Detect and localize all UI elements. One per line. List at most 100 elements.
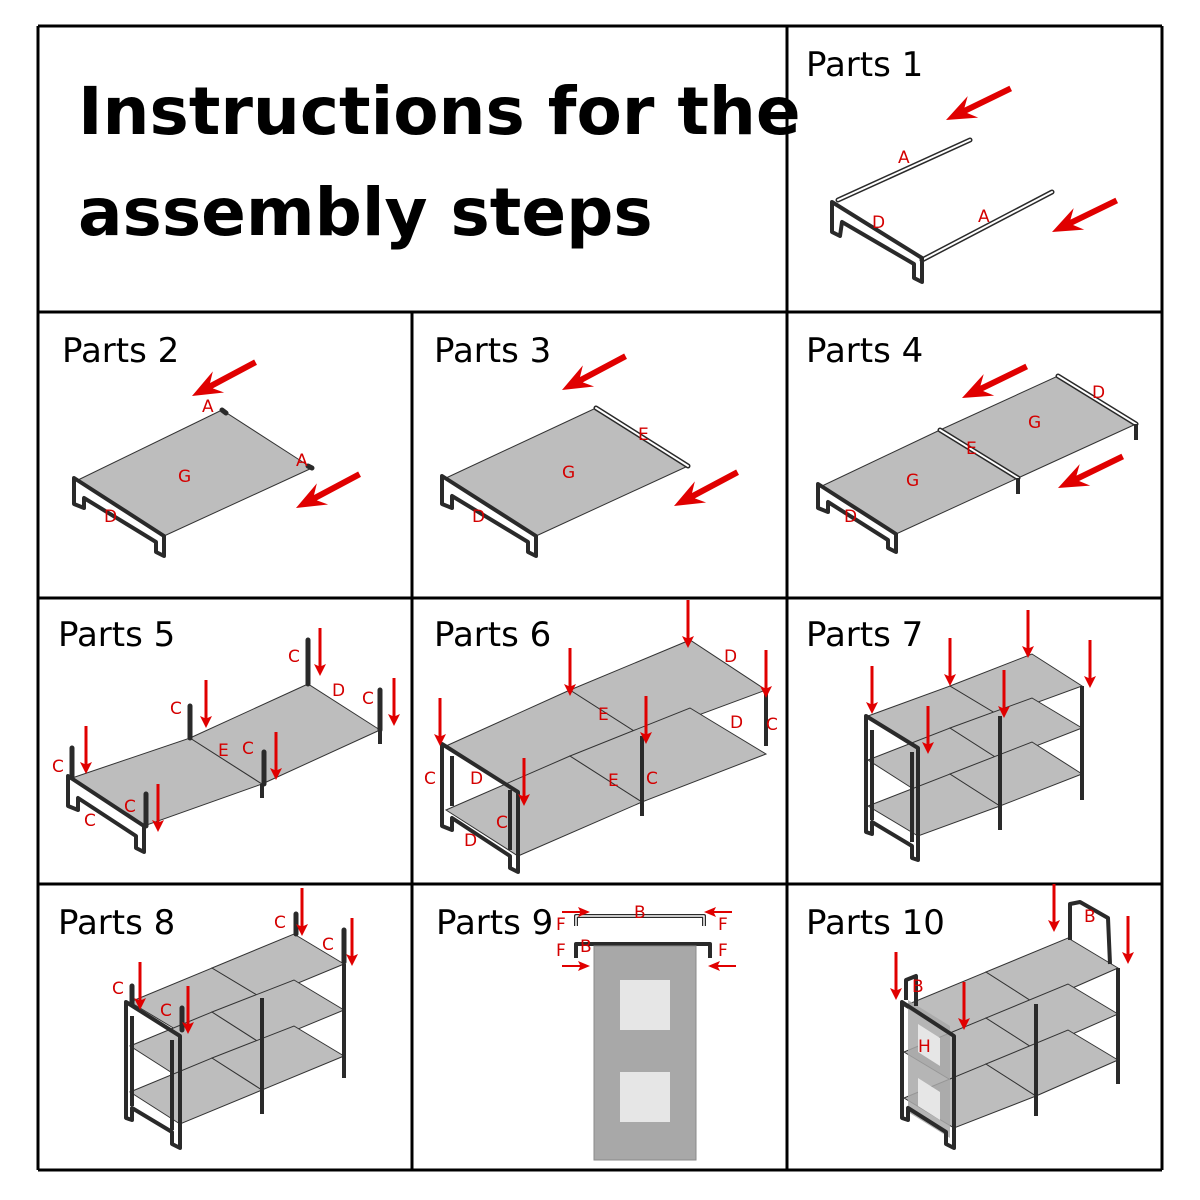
part-letter: E — [638, 425, 649, 445]
direction-arrow — [940, 77, 1016, 131]
part-letter: B — [580, 937, 592, 957]
part-letter: C — [52, 757, 64, 777]
part-letter: C — [274, 913, 286, 933]
direction-arrow — [944, 638, 956, 686]
part-letter: A — [202, 397, 214, 417]
panel-parts-1: Parts 1 A A D — [806, 45, 1122, 284]
panel-parts-8: Parts 8 C C C C — [58, 888, 358, 1150]
title-line-1: Instructions for the — [78, 73, 801, 150]
part-letter: D — [470, 769, 483, 789]
direction-arrow — [1084, 640, 1096, 688]
panel-label: Parts 1 — [806, 45, 923, 85]
direction-arrow — [556, 345, 632, 401]
title-block: Instructions for the assembly steps — [78, 73, 801, 251]
direction-arrow — [890, 952, 902, 1000]
part-letter: A — [978, 207, 990, 227]
part-letter: C — [112, 979, 124, 999]
part-letter: E — [608, 771, 619, 791]
direction-arrow — [1048, 884, 1060, 932]
part-letter: C — [362, 689, 374, 709]
part-letter: C — [322, 935, 334, 955]
part-letter: D — [724, 647, 737, 667]
panel-label: Parts 10 — [806, 903, 945, 943]
part-letter: G — [178, 467, 191, 487]
panel-label: Parts 2 — [62, 331, 179, 371]
part-letter: A — [296, 451, 308, 471]
panel-grid — [36, 24, 1164, 1172]
direction-arrow — [1022, 610, 1034, 658]
panel-parts-10: Parts 10 B B H — [806, 884, 1134, 1150]
cover-window — [620, 980, 670, 1030]
part-letter: C — [160, 1001, 172, 1021]
panel-parts-4: Parts 4 D G E G D — [806, 331, 1139, 554]
part-letter: C — [242, 739, 254, 759]
part-letter: G — [906, 471, 919, 491]
step-illustration — [72, 407, 315, 558]
panel-label: Parts 4 — [806, 331, 923, 371]
fabric-cover — [593, 945, 697, 1161]
part-letter: F — [556, 941, 566, 961]
part-letter: G — [1028, 413, 1041, 433]
panel-label: Parts 5 — [58, 615, 175, 655]
step-illustration — [830, 137, 1055, 284]
title-line-2: assembly steps — [78, 174, 653, 251]
direction-arrow — [80, 726, 92, 774]
direction-arrow — [866, 666, 878, 714]
part-letter: C — [424, 769, 436, 789]
part-letter: E — [218, 741, 229, 761]
panel-label: Parts 6 — [434, 615, 551, 655]
panel-label: Parts 3 — [434, 331, 551, 371]
panel-parts-2: Parts 2 A A G D — [62, 331, 366, 558]
direction-arrow — [388, 678, 400, 726]
panel-parts-7: Parts 7 — [806, 610, 1096, 862]
part-letter: D — [1092, 383, 1105, 403]
part-letter: E — [598, 705, 609, 725]
panel-label: Parts 8 — [58, 903, 175, 943]
part-letter: C — [646, 769, 658, 789]
cover-window — [918, 1024, 940, 1066]
step-illustration — [66, 637, 383, 854]
cover-window — [620, 1072, 670, 1122]
direction-arrow — [1122, 916, 1134, 964]
part-letter: F — [556, 915, 566, 935]
part-letter: D — [104, 507, 117, 527]
part-letter: C — [170, 699, 182, 719]
part-letter: C — [84, 811, 96, 831]
part-letter: D — [464, 831, 477, 851]
panel-label: Parts 9 — [436, 903, 553, 943]
step-illustration — [440, 639, 768, 874]
part-letter: C — [288, 647, 300, 667]
panel-label: Parts 7 — [806, 615, 923, 655]
part-letter: C — [496, 813, 508, 833]
step-illustration — [864, 653, 1084, 862]
part-letter: C — [124, 797, 136, 817]
part-letter: E — [966, 439, 977, 459]
part-letter: G — [562, 463, 575, 483]
part-letter: F — [718, 915, 728, 935]
direction-arrow — [1046, 189, 1122, 243]
part-letter: D — [844, 507, 857, 527]
cover-window — [918, 1078, 940, 1120]
part-letter: H — [918, 1037, 931, 1057]
step-illustration — [900, 900, 1120, 1150]
step-illustration — [574, 914, 712, 1161]
step-illustration — [124, 911, 347, 1150]
part-letter: F — [718, 941, 728, 961]
step-illustration — [440, 405, 691, 558]
direction-arrow — [682, 600, 694, 648]
part-letter: B — [1084, 907, 1096, 927]
part-letter: D — [332, 681, 345, 701]
direction-arrow — [346, 918, 358, 966]
part-letter: D — [472, 507, 485, 527]
part-letter: A — [898, 148, 910, 168]
panel-parts-9: Parts 9 F B F F B F — [436, 903, 736, 1161]
part-letter: B — [634, 903, 646, 923]
direction-arrow — [186, 351, 262, 407]
direction-arrow — [434, 698, 446, 746]
direction-arrow — [708, 961, 736, 971]
part-letter: D — [872, 213, 885, 233]
panel-parts-5: Parts 5 C D C C C E C C C D — [52, 615, 400, 854]
direction-arrow — [200, 680, 212, 728]
panel-parts-6: Parts 6 D E D C C D E C C D — [424, 600, 778, 874]
